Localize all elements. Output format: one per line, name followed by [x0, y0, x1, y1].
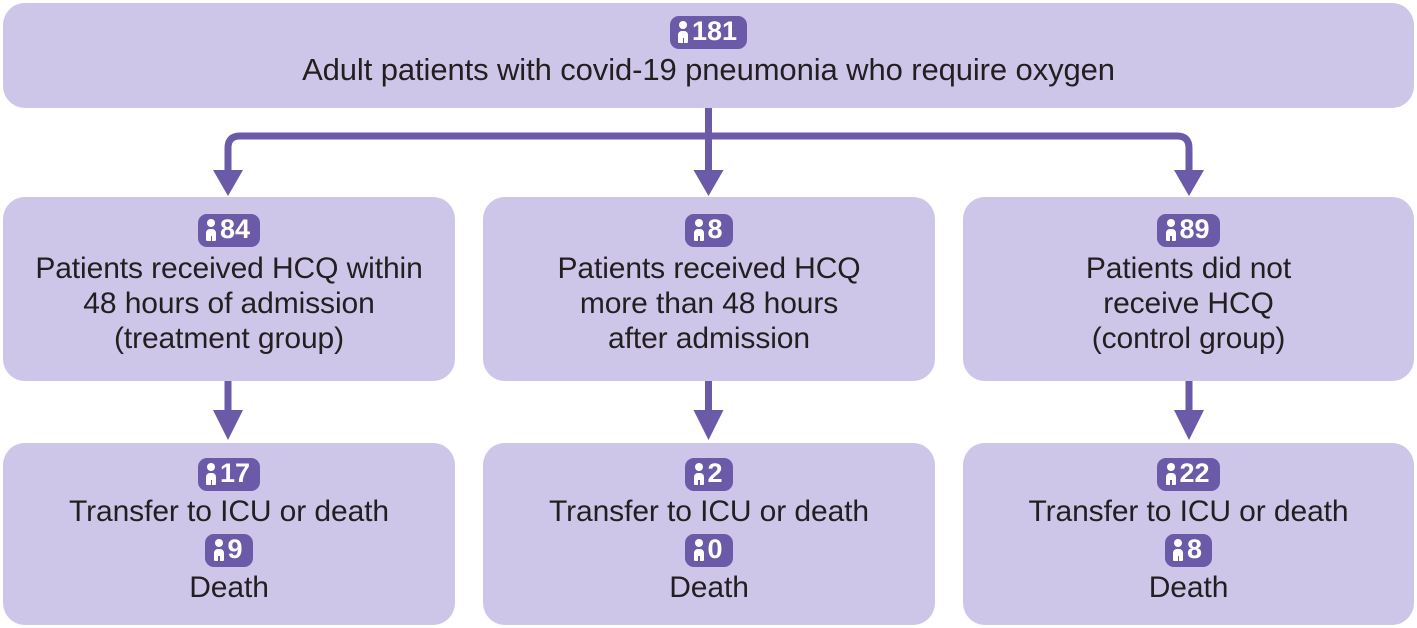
node-group-late-hcq: 8 Patients received HCQ more than 48 hou…: [483, 197, 935, 381]
person-icon: [693, 463, 704, 485]
node-outcome-control: 22 Transfer to ICU or death 8 Death: [963, 443, 1414, 625]
count-badge-outcome-3-primary: 22: [1157, 457, 1220, 491]
arrowhead-mid-2: [693, 410, 724, 440]
count-value: 0: [707, 533, 723, 564]
node-label-primary: Transfer to ICU or death: [69, 495, 389, 528]
count-value: 8: [707, 213, 723, 244]
person-icon: [1173, 539, 1184, 562]
arrowhead-left: [213, 170, 243, 196]
count-value: 8: [1186, 533, 1203, 564]
count-badge-total: 181: [669, 15, 748, 49]
count-badge-outcome-1-secondary: 9: [205, 533, 253, 568]
node-label-secondary: Death: [189, 571, 269, 605]
count-badge-outcome-2-secondary: 0: [685, 533, 733, 568]
node-label-primary: Transfer to ICU or death: [549, 495, 869, 528]
node-label-primary: Transfer to ICU or death: [1028, 495, 1349, 528]
count-badge-group-3: 89: [1157, 213, 1220, 247]
connector-branch-right: [708, 132, 1193, 172]
count-badge-group-1: 84: [197, 213, 261, 247]
count-value: 84: [219, 213, 251, 244]
node-label: Patients received HCQ within 48 hours of…: [35, 252, 423, 356]
node-outcome-treatment: 17 Transfer to ICU or death 9 Death: [3, 443, 455, 625]
node-label-secondary: Death: [1148, 571, 1229, 605]
arrowhead-right-2: [1174, 410, 1204, 440]
count-badge-outcome-3-secondary: 8: [1164, 533, 1213, 568]
count-badge-outcome-1-primary: 17: [197, 457, 261, 491]
arrowhead-left-2: [213, 410, 243, 440]
node-label: Patients received HCQ more than 48 hours…: [557, 252, 861, 356]
count-value: 9: [227, 533, 243, 564]
person-icon: [206, 219, 217, 241]
count-badge-group-2: 8: [685, 213, 733, 247]
person-icon: [213, 539, 224, 562]
arrowhead-right: [1174, 170, 1204, 196]
person-icon: [1165, 463, 1176, 485]
person-icon: [1165, 219, 1176, 241]
node-group-treatment: 84 Patients received HCQ within 48 hours…: [3, 197, 455, 381]
count-value: 17: [219, 457, 251, 488]
count-value: 89: [1179, 213, 1210, 244]
node-cohort-total: 181 Adult patients with covid-19 pneumon…: [3, 3, 1414, 108]
person-icon: [678, 21, 689, 43]
node-group-control: 89 Patients did not receive HCQ (control…: [963, 197, 1414, 381]
node-outcome-late-hcq: 2 Transfer to ICU or death 0 Death: [483, 443, 935, 625]
node-label-secondary: Death: [669, 571, 749, 605]
count-value: 22: [1179, 457, 1210, 488]
person-icon: [206, 463, 217, 485]
count-value: 181: [691, 15, 738, 46]
arrowhead-mid: [693, 170, 724, 196]
node-label: Adult patients with covid-19 pneumonia w…: [302, 52, 1115, 87]
person-icon: [693, 219, 704, 241]
person-icon: [693, 539, 704, 562]
count-value: 2: [707, 457, 723, 488]
count-badge-outcome-2-primary: 2: [685, 457, 733, 491]
connector-branch-left: [224, 132, 709, 172]
node-label: Patients did not receive HCQ (control gr…: [1085, 252, 1292, 356]
